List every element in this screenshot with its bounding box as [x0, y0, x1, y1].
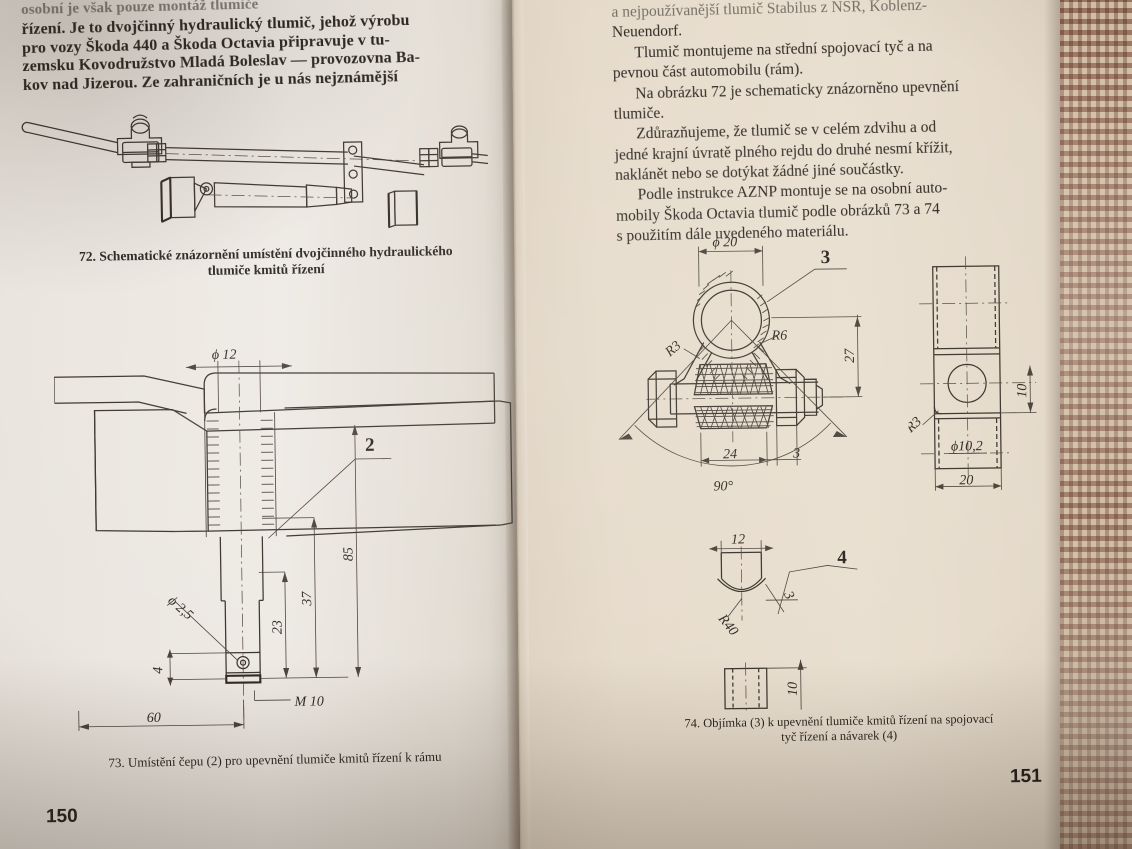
- dim-10-weld: 10: [786, 682, 801, 696]
- dim-radius-3-side: R3: [906, 414, 924, 436]
- left-page-number: 150: [45, 805, 78, 828]
- dim-23: 23: [270, 620, 285, 634]
- dim-85: 85: [341, 547, 356, 561]
- dim-60: 60: [147, 711, 161, 726]
- figure-72-drawing: [17, 92, 490, 241]
- dim-angle-90: 90°: [713, 479, 733, 494]
- dim-thread-m10: M 10: [294, 694, 324, 709]
- figure-74-weld-piece: 12 R40 3 4: [687, 519, 879, 711]
- dim-diameter-10-2: ϕ10,2: [951, 439, 983, 454]
- dim-24: 24: [723, 447, 737, 462]
- figure-74-side-view: R3 10 ϕ10,2 20: [906, 247, 1079, 499]
- lace-lighting-overlay: [1060, 0, 1132, 849]
- figure-74-main-view: ϕ 20: [598, 226, 901, 510]
- dim-4: 4: [151, 667, 166, 674]
- dim-diameter-2-5: ϕ 2,5: [165, 593, 196, 623]
- dim-12: 12: [731, 532, 745, 547]
- dim-27: 27: [843, 348, 858, 363]
- right-page-number: 151: [1009, 765, 1042, 788]
- left-page-text-block: osobní je však pouze montáž tlumiče říze…: [21, 0, 539, 96]
- callout-4: 4: [837, 547, 847, 568]
- callout-2: 2: [365, 435, 375, 456]
- dim-20: 20: [959, 473, 973, 488]
- dim-radius-3: R3: [662, 338, 684, 360]
- dim-10: 10: [1015, 384, 1030, 398]
- lace-shadow-edge: [1044, 0, 1060, 849]
- dim-radius-40: R40: [714, 611, 740, 639]
- dim-diameter-12: ϕ 12: [212, 348, 237, 363]
- callout-3: 3: [821, 247, 831, 268]
- dim-radius-6: R6: [771, 329, 788, 344]
- right-page-text-block: a nejpoužívanější tlumič Stabilus z NSR,…: [611, 0, 1046, 247]
- dim-37: 37: [300, 591, 315, 607]
- dim-thickness-3: 3: [792, 446, 800, 461]
- figure-73-drawing: ϕ 12 2 85 37: [53, 297, 519, 733]
- dim-diameter-20: ϕ 20: [712, 235, 737, 250]
